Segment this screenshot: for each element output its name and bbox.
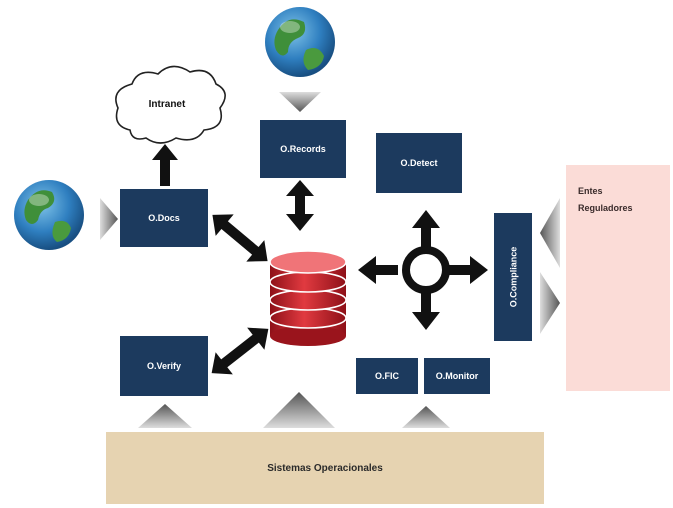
o-docs-label: O.Docs <box>148 213 180 223</box>
arrow-icon <box>402 406 450 428</box>
arrow-icon <box>263 392 335 428</box>
o-detect-box[interactable]: O.Detect <box>376 133 462 193</box>
o-fic-label: O.FIC <box>375 371 399 381</box>
arrow-icon <box>286 180 314 231</box>
arrow-icon <box>279 92 321 112</box>
arrow-icon <box>540 272 560 334</box>
o-records-label: O.Records <box>280 144 326 154</box>
sistemas-operacionales-panel: Sistemas Operacionales <box>106 432 544 504</box>
globe-icon <box>14 180 84 250</box>
entes-label-line2: Reguladores <box>578 203 633 213</box>
arrow-icon <box>152 144 178 186</box>
o-docs-box[interactable]: O.Docs <box>120 189 208 247</box>
globe-icon <box>265 7 335 77</box>
o-verify-label: O.Verify <box>146 361 182 371</box>
o-compliance-label: O.Compliance <box>508 246 519 308</box>
entes-reguladores-panel: Entes Reguladores <box>566 165 670 391</box>
database-icon <box>269 250 347 346</box>
o-monitor-box[interactable]: O.Monitor <box>424 358 490 394</box>
o-detect-label: O.Detect <box>400 158 438 168</box>
o-compliance-box[interactable]: O.Compliance <box>494 213 532 341</box>
arrow-icon <box>540 198 560 268</box>
arrow-icon <box>138 404 192 428</box>
arrow-icon <box>212 214 268 262</box>
cloud-icon <box>115 65 226 144</box>
arrow-icon <box>211 327 269 375</box>
hub-ring-icon <box>358 210 488 330</box>
o-monitor-label: O.Monitor <box>435 371 479 381</box>
entes-label-line1: Entes <box>578 186 603 196</box>
o-fic-box[interactable]: O.FIC <box>356 358 418 394</box>
intranet-label: Intranet <box>149 99 186 110</box>
arrow-icon <box>100 198 118 240</box>
o-verify-box[interactable]: O.Verify <box>120 336 208 396</box>
o-records-box[interactable]: O.Records <box>260 120 346 178</box>
sistemas-operacionales-label: Sistemas Operacionales <box>267 462 383 474</box>
